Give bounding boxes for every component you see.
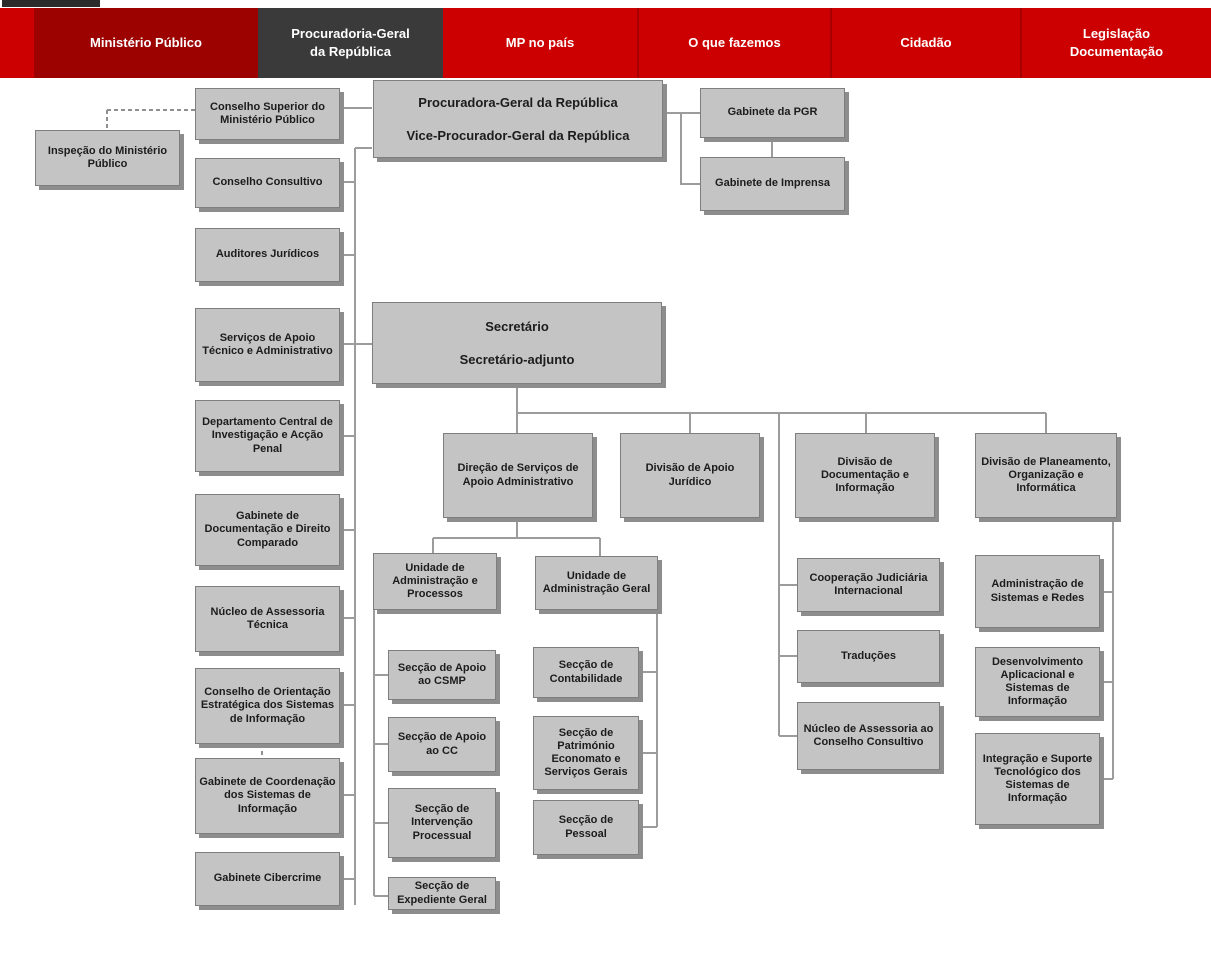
nav-item-label: Ministério Público [90, 35, 202, 51]
org-box-secretario-line1: Secretário [485, 318, 549, 334]
org-box-divisao-documentacao: Divisão de Documentação e Informação [795, 433, 935, 518]
nav-left-strip [0, 8, 34, 78]
org-box-desenvolvimento-aplicacional: Desenvolvimento Aplicacional e Sistemas … [975, 647, 1100, 717]
nav-item-label: O que fazemos [688, 35, 781, 51]
org-box-dciap: Departamento Central de Investigação e A… [195, 400, 340, 472]
org-box-administracao-sistemas: Administração de Sistemas e Redes [975, 555, 1100, 628]
nav-item-procuradoria-geral[interactable]: Procuradoria-Geral da República [258, 8, 443, 78]
nav-item-label: Cidadão [900, 35, 952, 51]
org-box-pgr-line2: Vice-Procurador-Geral da República [406, 127, 630, 143]
org-box-seccao-patrimonio: Secção de Património Economato e Serviço… [533, 716, 639, 790]
org-box-seccao-csmp: Secção de Apoio ao CSMP [388, 650, 496, 700]
org-box-inspecao: Inspeção do Ministério Público [35, 130, 180, 186]
nav-item-mp-no-pais[interactable]: MP no país [443, 8, 637, 78]
org-box-seccao-contabilidade: Secção de Contabilidade [533, 647, 639, 698]
nav-item-label: Legislação Documentação [1069, 26, 1164, 59]
org-box-gabinete-coordenacao: Gabinete de Coordenação dos Sistemas de … [195, 758, 340, 834]
org-box-secretario-line2: Secretário-adjunto [459, 351, 575, 367]
org-box-divisao-apoio-juridico: Divisão de Apoio Jurídico [620, 433, 760, 518]
org-box-seccao-expediente: Secção de Expediente Geral [388, 877, 496, 910]
org-box-conselho-orientacao: Conselho de Orientação Estratégica dos S… [195, 668, 340, 744]
org-box-unidade-processos: Unidade de Administração e Processos [373, 553, 497, 610]
connector-dashed [106, 109, 263, 758]
org-box-nucleo-conselho-consultivo: Núcleo de Assessoria ao Conselho Consult… [797, 702, 940, 770]
org-box-seccao-cc: Secção de Apoio ao CC [388, 717, 496, 772]
nav-item-o-que-fazemos[interactable]: O que fazemos [637, 8, 830, 78]
org-box-pgr: Procuradora-Geral da República Vice-Proc… [373, 80, 663, 158]
org-box-auditores-juridicos: Auditores Jurídicos [195, 228, 340, 282]
connector-solid [340, 107, 1114, 905]
nav-item-label: MP no país [505, 35, 575, 51]
nav-item-label: Procuradoria-Geral da República [291, 26, 410, 59]
nav-item-ministerio-publico[interactable]: Ministério Público [34, 8, 258, 78]
org-box-pgr-line1: Procuradora-Geral da República [418, 94, 618, 110]
main-nav: Ministério Público Procuradoria-Geral da… [0, 8, 1211, 78]
org-box-conselho-consultivo: Conselho Consultivo [195, 158, 340, 208]
org-box-seccao-pessoal: Secção de Pessoal [533, 800, 639, 855]
org-box-nucleo-assessoria-tecnica: Núcleo de Assessoria Técnica [195, 586, 340, 652]
org-box-conselho-superior: Conselho Superior do Ministério Público [195, 88, 340, 140]
org-box-gabinete-imprensa: Gabinete de Imprensa [700, 157, 845, 211]
org-box-seccao-intervencao: Secção de Intervenção Processual [388, 788, 496, 858]
nav-item-cidadao[interactable]: Cidadão [830, 8, 1020, 78]
org-box-divisao-planeamento: Divisão de Planeamento, Organização e In… [975, 433, 1117, 518]
org-box-gabinete-cibercrime: Gabinete Cibercrime [195, 852, 340, 906]
org-box-cooperacao-judiciaria: Cooperação Judiciária Internacional [797, 558, 940, 612]
org-box-servicos-apoio: Serviços de Apoio Técnico e Administrati… [195, 308, 340, 382]
nav-item-legislacao-documentacao[interactable]: Legislação Documentação [1020, 8, 1211, 78]
org-box-gabinete-pgr: Gabinete da PGR [700, 88, 845, 138]
org-box-unidade-geral: Unidade de Administração Geral [535, 556, 658, 610]
top-black-bar [2, 0, 100, 7]
org-box-integracao-suporte: Integração e Suporte Tecnológico dos Sis… [975, 733, 1100, 825]
org-box-secretario: Secretário Secretário-adjunto [372, 302, 662, 384]
org-box-traducoes: Traduções [797, 630, 940, 683]
org-box-gabinete-documentacao: Gabinete de Documentação e Direito Compa… [195, 494, 340, 566]
org-box-direcao-servicos: Direção de Serviços de Apoio Administrat… [443, 433, 593, 518]
